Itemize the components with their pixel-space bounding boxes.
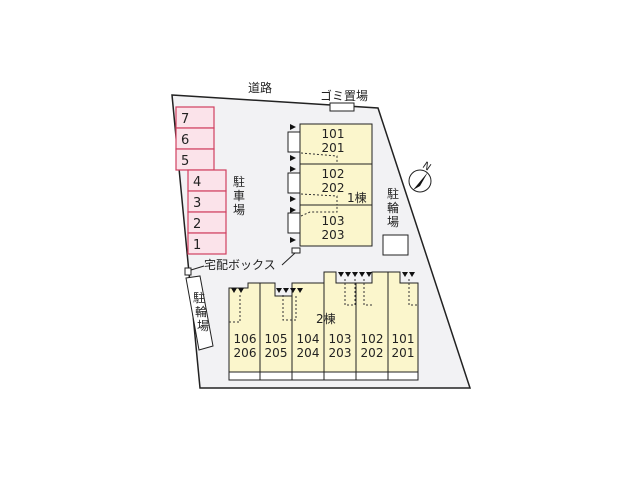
b1-unit-102: 102 bbox=[322, 167, 345, 181]
delivery-box-label: 宅配ボックス bbox=[204, 257, 276, 272]
bike-east-label-1: 駐 bbox=[387, 186, 399, 201]
b1-unit-101: 101 bbox=[322, 127, 345, 141]
b2-unit-102: 102 bbox=[361, 332, 384, 346]
bike-east-label-2: 輪 bbox=[387, 200, 399, 215]
parking-space-7: 7 bbox=[181, 112, 189, 127]
b2-unit-205: 205 bbox=[265, 346, 288, 360]
road-label: 道路 bbox=[248, 80, 272, 95]
b1-unit-201: 201 bbox=[322, 141, 345, 155]
bike-west-box bbox=[185, 275, 214, 351]
parking-space-3: 3 bbox=[193, 196, 201, 211]
bike-east-box bbox=[382, 234, 409, 256]
building-2 bbox=[228, 271, 419, 381]
parking-space-4: 4 bbox=[193, 175, 201, 190]
b2-unit-204: 204 bbox=[297, 346, 320, 360]
parking-space-2: 2 bbox=[193, 217, 201, 232]
parking-space-5: 5 bbox=[181, 154, 189, 169]
building-2-label: 2棟 bbox=[316, 311, 336, 326]
bike-west-label-1: 駐 bbox=[193, 290, 205, 305]
parking-space-6: 6 bbox=[181, 133, 189, 148]
parking-label-1: 駐 bbox=[233, 174, 245, 189]
garbage-box bbox=[329, 102, 355, 112]
b2-unit-104: 104 bbox=[297, 332, 320, 346]
b2-unit-203: 203 bbox=[329, 346, 352, 360]
b1-unit-103: 103 bbox=[322, 214, 345, 228]
b2-unit-201: 201 bbox=[392, 346, 415, 360]
parking-label-3: 場 bbox=[233, 203, 245, 217]
bike-east-label-3: 場 bbox=[387, 215, 399, 229]
b2-unit-101: 101 bbox=[392, 332, 415, 346]
b2-unit-105: 105 bbox=[265, 332, 288, 346]
garbage-label: ゴミ置場 bbox=[320, 88, 368, 103]
delivery-box bbox=[184, 267, 192, 276]
parking-space-1: 1 bbox=[193, 238, 201, 253]
parking-label-2: 車 bbox=[233, 189, 245, 203]
b2-unit-106: 106 bbox=[234, 332, 257, 346]
bike-west-label-3: 場 bbox=[197, 319, 209, 333]
building-1-label: 1棟 bbox=[347, 190, 367, 205]
b2-unit-202: 202 bbox=[361, 346, 384, 360]
parking-area bbox=[175, 106, 227, 255]
building-1 bbox=[287, 123, 373, 254]
b2-unit-103: 103 bbox=[329, 332, 352, 346]
b2-unit-206: 206 bbox=[234, 346, 257, 360]
bike-west-label-2: 輪 bbox=[195, 304, 207, 319]
compass-icon: N bbox=[408, 160, 433, 193]
b1-unit-203: 203 bbox=[322, 228, 345, 242]
b1-unit-202: 202 bbox=[322, 181, 345, 195]
